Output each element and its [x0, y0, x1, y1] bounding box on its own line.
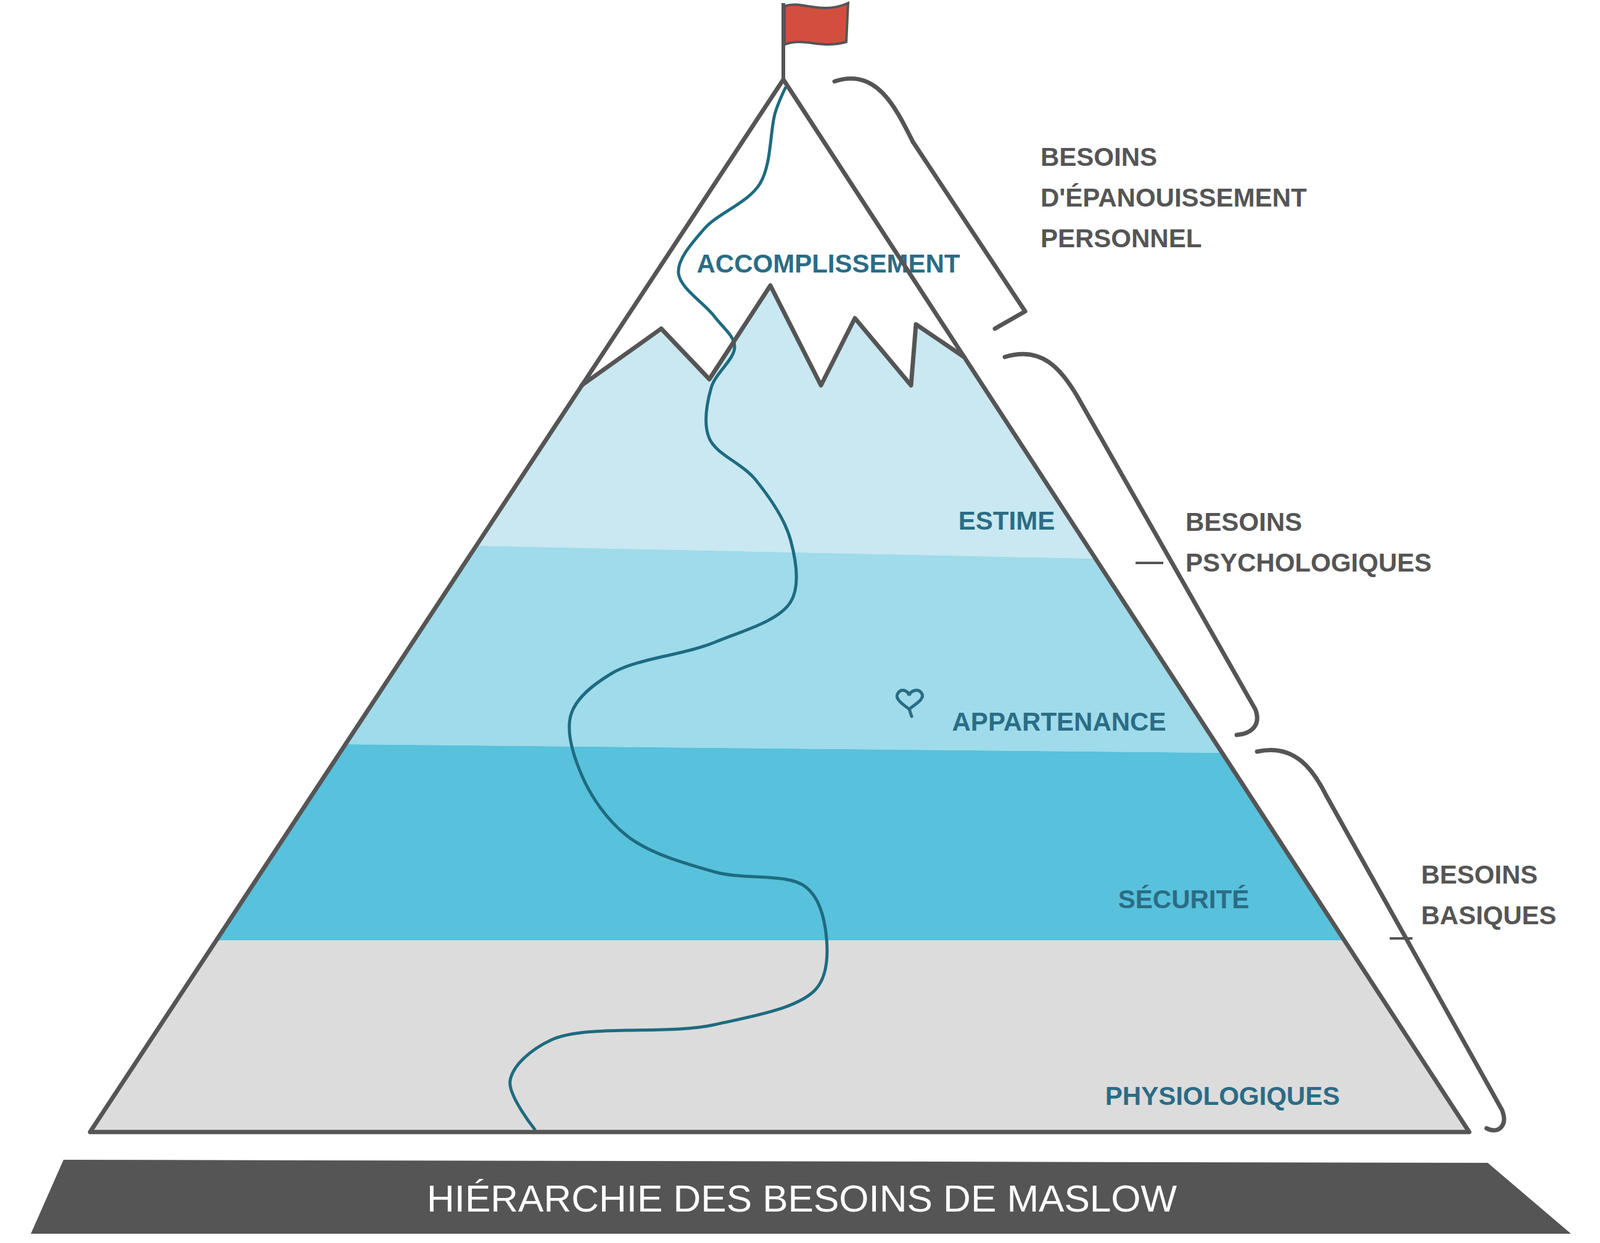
band-label-holder: PHYSIOLOGIQUES — [1105, 1081, 1340, 1112]
bracket-tick — [1389, 937, 1413, 941]
band-label: ACCOMPLISSEMENT — [692, 247, 964, 281]
bracket — [1257, 750, 1504, 1131]
band-fill — [216, 744, 1345, 941]
band-fill — [90, 940, 1470, 1133]
physiological-band: PHYSIOLOGIQUES — [90, 940, 1470, 1133]
pyramid-outline — [90, 79, 1470, 1133]
group-label-holder: BESOINS BASIQUES — [1421, 854, 1576, 937]
group-label-holder: BESOINS D'ÉPANOUISSEMENT PERSONNEL — [1040, 136, 1374, 260]
title: HIÉRARCHIE DES BESOINS DE MASLOW — [426, 1178, 1177, 1221]
group-label-holder: BESOINS PSYCHOLOGIQUES — [1185, 502, 1494, 584]
safety-band: SÉCURITÉ — [216, 744, 1345, 941]
group-label: BESOINS D'ÉPANOUISSEMENT PERSONNEL — [1040, 136, 1374, 260]
flag — [784, 3, 849, 45]
bracket — [834, 78, 1026, 329]
bracket-tick — [1135, 561, 1164, 565]
band-label-holder: APPARTENANCE — [952, 707, 1167, 738]
heart-icon — [896, 690, 923, 717]
band-label-holder: ESTIME — [958, 506, 1055, 537]
band-fill — [345, 545, 1222, 754]
title-bar — [30, 1160, 1572, 1235]
snow-line — [581, 285, 965, 386]
bracket — [1004, 354, 1258, 736]
band-label: APPARTENANCE — [952, 707, 1167, 738]
band-label-holder: SÉCURITÉ — [1118, 885, 1250, 915]
climbing-trail — [510, 86, 828, 1131]
trail-path — [510, 86, 828, 1131]
belonging-band: APPARTENANCE — [345, 545, 1222, 754]
group-label: BESOINS PSYCHOLOGIQUES — [1185, 502, 1494, 584]
group-label: BESOINS BASIQUES — [1421, 854, 1576, 937]
band-label: ESTIME — [958, 506, 1055, 537]
band-label-holder: ACCOMPLISSEMENT — [692, 247, 964, 281]
title-holder: HIÉRARCHIE DES BESOINS DE MASLOW — [426, 1178, 1177, 1221]
band-label: SÉCURITÉ — [1118, 885, 1250, 915]
band-label: PHYSIOLOGIQUES — [1105, 1081, 1340, 1112]
